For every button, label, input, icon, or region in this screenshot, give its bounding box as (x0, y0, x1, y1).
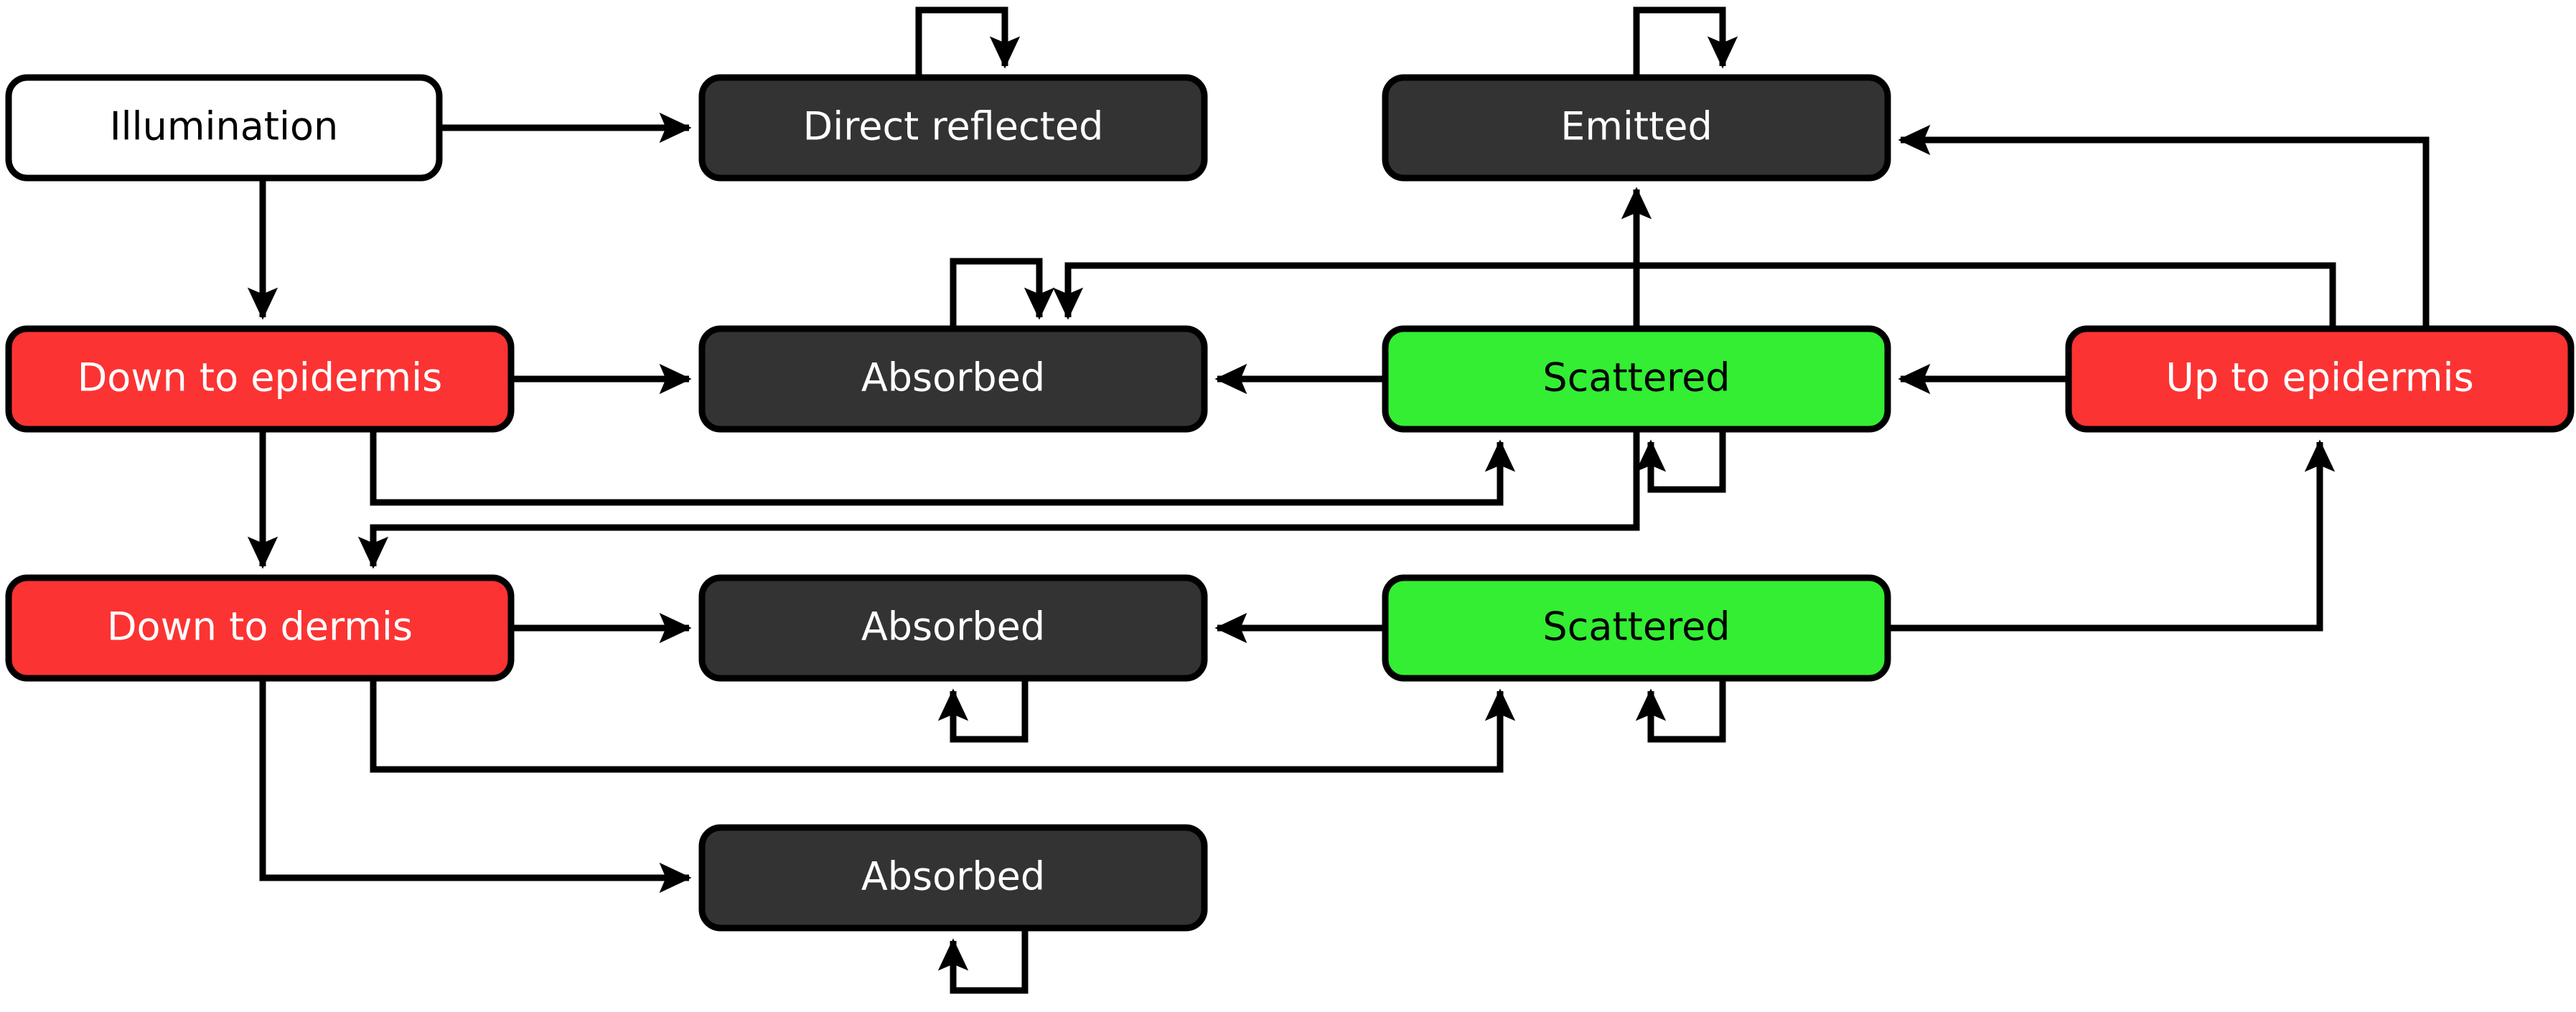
node-box-direct-reflected[interactable] (698, 74, 1208, 182)
node-absorbed-epidermis[interactable]: Absorbed (698, 325, 1208, 433)
edge-direct-reflected-self-loop (915, 6, 1021, 78)
node-box-down-to-dermis[interactable] (5, 574, 515, 682)
edge-scattered-dermis-to-up-to-epidermis (1888, 439, 2336, 632)
edges-layer (247, 6, 2430, 994)
edge-up-to-epidermis-to-emitted (1898, 124, 2430, 329)
edge-down-to-dermis-to-scattered-dermis (370, 678, 1516, 773)
node-illumination[interactable]: Illumination (5, 74, 443, 182)
node-up-to-epidermis[interactable]: Up to epidermis (2065, 325, 2575, 433)
edge-scattered-dermis-self-loop (1635, 678, 1726, 743)
node-box-absorbed-subcutis[interactable] (698, 824, 1208, 932)
node-box-down-to-epidermis[interactable] (5, 325, 515, 433)
node-box-scattered-epidermis[interactable] (1382, 325, 1891, 433)
node-box-emitted[interactable] (1382, 74, 1891, 182)
node-down-to-epidermis[interactable]: Down to epidermis (5, 325, 515, 433)
edge-down-to-dermis-to-absorbed-subcutis (259, 678, 692, 894)
edge-scattered-epidermis-to-down-to-dermis (357, 429, 1640, 569)
node-box-absorbed-dermis[interactable] (698, 574, 1208, 682)
node-scattered-dermis[interactable]: Scattered (1382, 574, 1891, 682)
node-box-up-to-epidermis[interactable] (2065, 325, 2575, 433)
edge-emitted-self-loop (1633, 6, 1738, 78)
node-absorbed-subcutis[interactable]: Absorbed (698, 824, 1208, 932)
edge-absorbed-subcutis-self-loop (937, 928, 1029, 994)
node-scattered-epidermis[interactable]: Scattered (1382, 325, 1891, 433)
node-emitted[interactable]: Emitted (1382, 74, 1891, 182)
node-box-scattered-dermis[interactable] (1382, 574, 1891, 682)
node-down-to-dermis[interactable]: Down to dermis (5, 574, 515, 682)
edge-scattered-epidermis-self-loop (1635, 429, 1726, 493)
node-absorbed-dermis[interactable]: Absorbed (698, 574, 1208, 682)
edge-up-to-epidermis-to-absorbed-epidermis (1052, 262, 2336, 329)
node-box-illumination[interactable] (5, 74, 443, 182)
edge-absorbed-dermis-self-loop (937, 678, 1029, 743)
edge-absorbed-epidermis-self-loop (950, 258, 1055, 329)
edge-down-to-epidermis-to-scattered-epidermis (370, 429, 1516, 506)
node-box-absorbed-epidermis[interactable] (698, 325, 1208, 433)
node-direct-reflected[interactable]: Direct reflected (698, 74, 1208, 182)
